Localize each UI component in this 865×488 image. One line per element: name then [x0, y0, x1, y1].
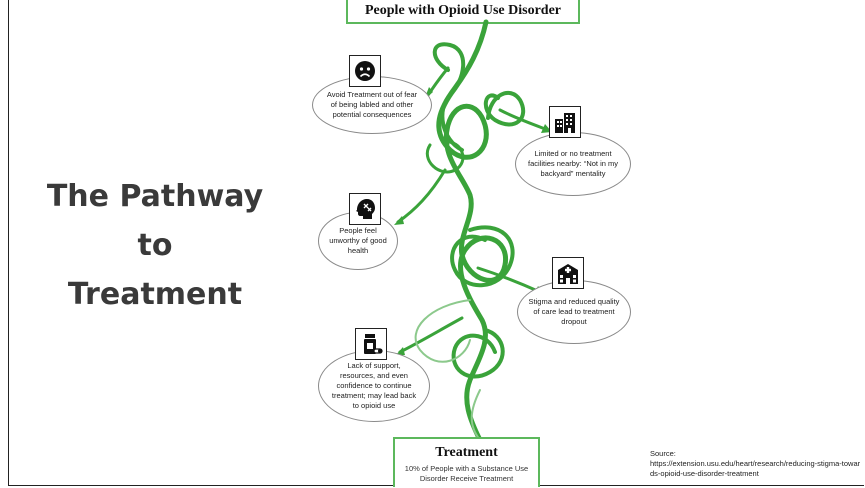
vine-loop-b: [483, 91, 526, 127]
treatment-subtitle: 10% of People with a Substance Use Disor…: [404, 464, 529, 483]
buildings-icon: [549, 106, 581, 138]
arrow-to-lack: [398, 316, 464, 354]
main-title-line1: The Pathway: [46, 179, 264, 214]
source-citation: Source: https://extension.usu.edu/heart/…: [650, 449, 862, 479]
vine-loop-c: [450, 225, 515, 288]
node-stigma-dropout-text: Stigma and reduced quality of care lead …: [528, 297, 620, 326]
node-limited-facilities-text: Limited or no treatment facilities nearb…: [527, 149, 619, 178]
arrow-to-unworthy: [396, 168, 447, 224]
main-vine: [436, 19, 508, 443]
faint-vine: [414, 299, 481, 441]
vine-loop-a: [432, 42, 466, 152]
source-url[interactable]: https://extension.usu.edu/heart/research…: [650, 459, 861, 478]
head-brain-icon: [349, 193, 381, 225]
top-label: People with Opioid Use Disorder: [365, 3, 561, 18]
treatment-box: Treatment 10% of People with a Substance…: [393, 437, 540, 487]
node-limited-facilities: Limited or no treatment facilities nearb…: [515, 132, 631, 196]
node-lack-support-text: Lack of support, resources, and even con…: [331, 361, 417, 410]
main-title-line3: Treatment: [67, 277, 243, 312]
treatment-title: Treatment: [435, 445, 498, 460]
main-title: The Pathway to Treatment: [20, 172, 290, 319]
source-label: Source:: [650, 449, 676, 458]
vine-loop-d: [451, 328, 505, 379]
vine-loop-e: [426, 140, 465, 174]
node-stigma-dropout: Stigma and reduced quality of care lead …: [517, 280, 631, 344]
sad-face-icon: [349, 55, 381, 87]
pill-bottle-icon: [355, 328, 387, 360]
node-lack-support: Lack of support, resources, and even con…: [318, 350, 430, 422]
node-unworthy-text: People feel unworthy of good health: [329, 226, 387, 255]
hospital-icon: [552, 257, 584, 289]
main-title-line2: to: [137, 228, 173, 263]
node-avoid-treatment-text: Avoid Treatment out of fear of being lab…: [326, 90, 418, 119]
top-label-box: People with Opioid Use Disorder: [346, 0, 580, 24]
